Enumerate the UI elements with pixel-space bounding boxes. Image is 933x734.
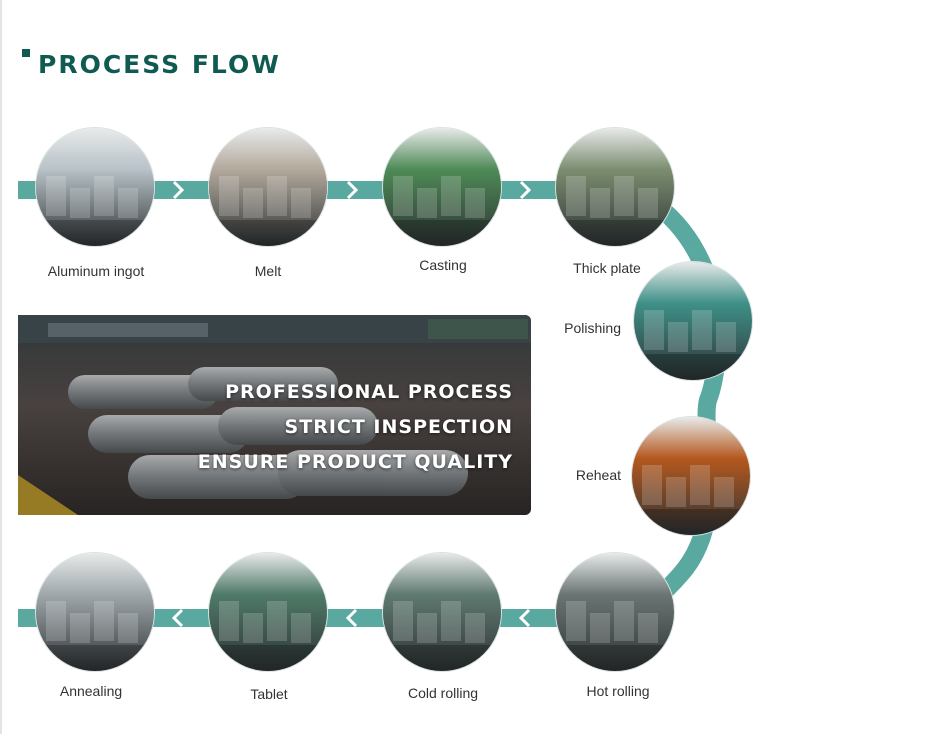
melt-furnace-photo (209, 128, 327, 246)
left-border (0, 0, 2, 734)
aluminum-ingot-photo (36, 128, 154, 246)
hot-rolling-photo (556, 553, 674, 671)
step-label: Tablet (250, 686, 288, 702)
banner-slogan: PROFESSIONAL PROCESS STRICT INSPECTION E… (198, 375, 513, 480)
chevron-right-icon (172, 180, 185, 200)
chevron-left-icon (345, 608, 358, 628)
process-step-tablet (209, 553, 327, 671)
aluminum-coils-photo (18, 315, 531, 515)
step-label: Melt (254, 263, 282, 279)
banner-line-strict-inspection: STRICT INSPECTION (284, 416, 513, 438)
title-square-marker (22, 49, 30, 57)
track-curve (635, 192, 727, 619)
casting-machine-photo (383, 128, 501, 246)
process-step-cold-rolling (383, 553, 501, 671)
process-banner: PROFESSIONAL PROCESS STRICT INSPECTION E… (18, 315, 531, 515)
process-step-hot-rolling (556, 553, 674, 671)
step-label: Aluminum ingot (47, 263, 145, 279)
process-step-thick-plate (556, 128, 674, 246)
banner-line-ensure-quality: ENSURE PRODUCT QUALITY (197, 451, 513, 473)
step-label: Polishing (564, 320, 621, 336)
chevron-right-icon (519, 180, 532, 200)
step-label: Cold rolling (407, 685, 479, 701)
step-label: Hot rolling (586, 683, 650, 699)
reheat-furnace-photo (632, 417, 750, 535)
annealing-oven-photo (36, 553, 154, 671)
cold-rolling-photo (383, 553, 501, 671)
tablet-workers-photo (209, 553, 327, 671)
process-step-annealing (36, 553, 154, 671)
step-label: Annealing (59, 683, 123, 699)
banner-line-professional-process: PROFESSIONAL PROCESS (225, 381, 513, 403)
step-label: Thick plate (573, 260, 641, 276)
process-step-aluminum-ingot (36, 128, 154, 246)
page-title: PROCESS FLOW (38, 50, 281, 79)
process-step-reheat (632, 417, 750, 535)
step-label: Casting (419, 257, 467, 273)
chevron-left-icon (518, 608, 531, 628)
process-step-casting (383, 128, 501, 246)
process-step-polishing (634, 262, 752, 380)
thick-plate-photo (556, 128, 674, 246)
polishing-machine-photo (634, 262, 752, 380)
chevron-left-icon (171, 608, 184, 628)
step-label: Reheat (575, 467, 621, 483)
chevron-right-icon (346, 180, 359, 200)
process-step-melt (209, 128, 327, 246)
